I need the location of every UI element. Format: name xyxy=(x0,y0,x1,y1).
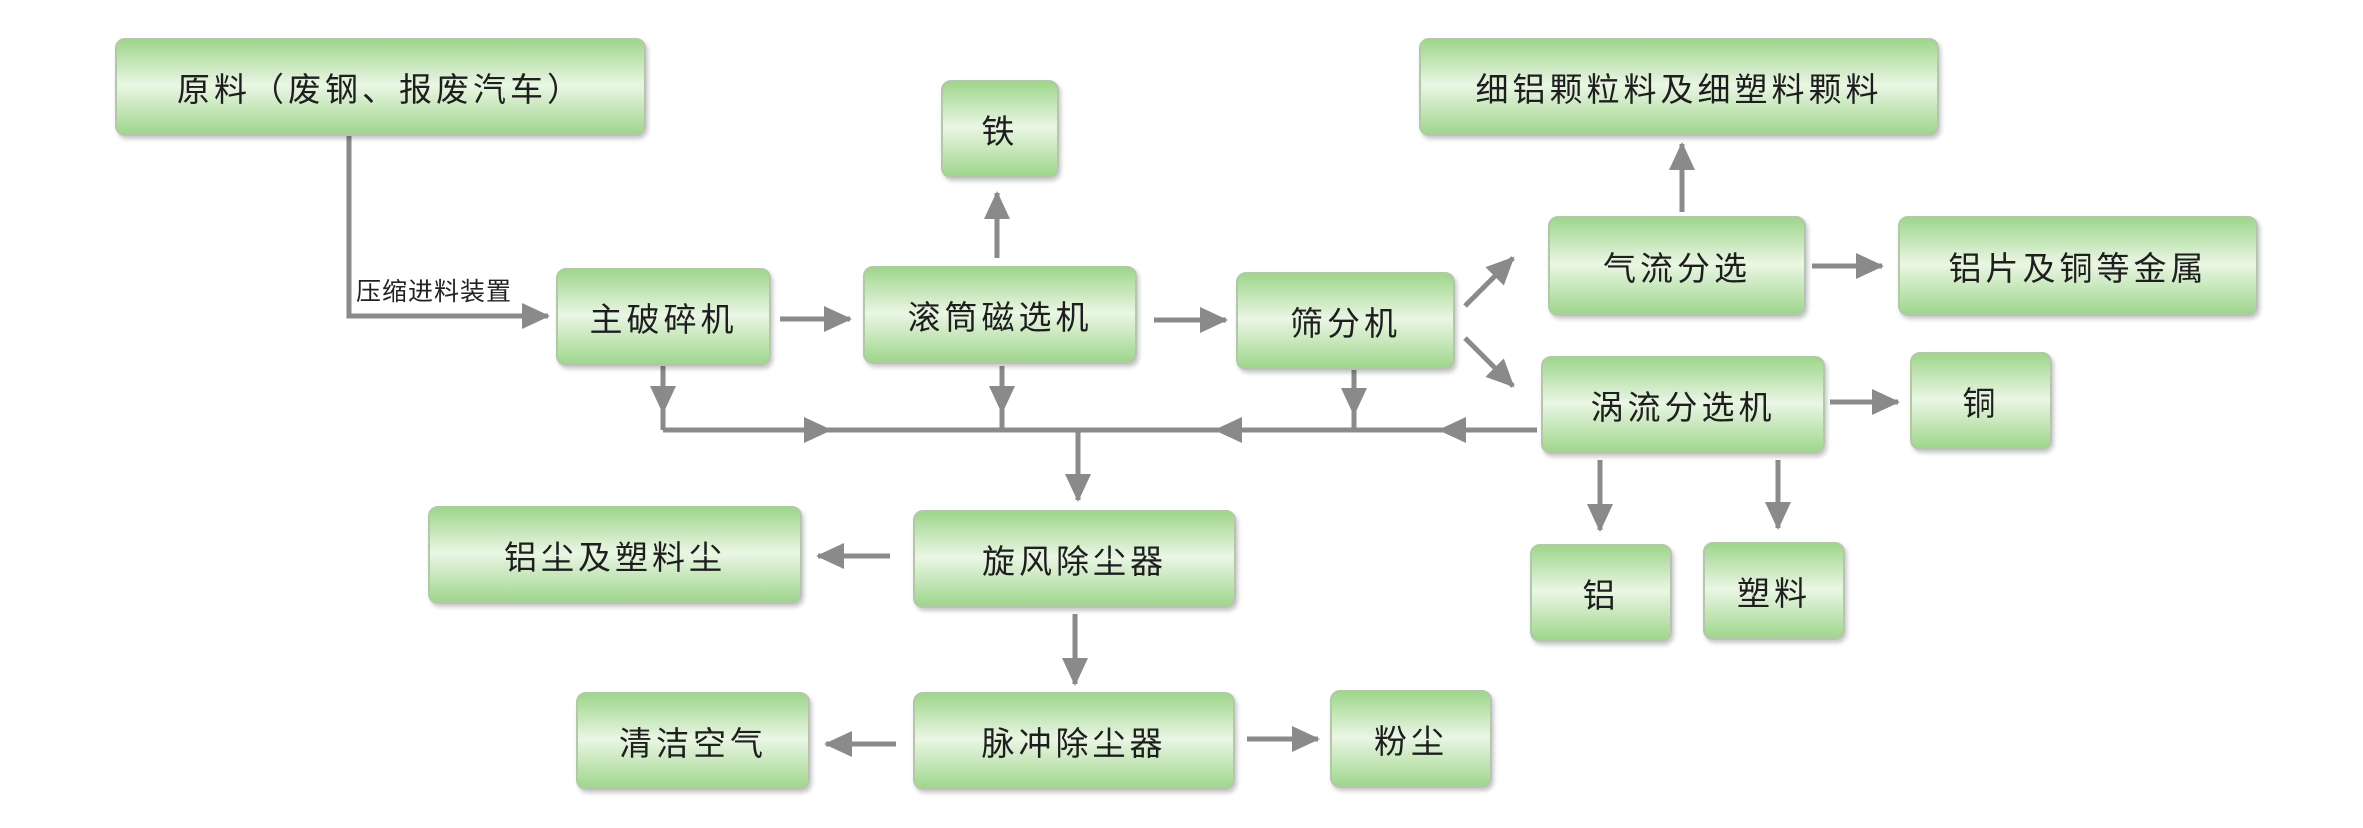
node-air-separation: 气流分选 xyxy=(1548,216,1806,316)
node-iron: 铁 xyxy=(941,80,1059,178)
node-drum-magnetic-separator: 滚筒磁选机 xyxy=(863,266,1137,364)
node-eddy-current-separator: 涡流分选机 xyxy=(1541,356,1825,454)
node-main-crusher: 主破碎机 xyxy=(556,268,771,366)
node-copper: 铜 xyxy=(1910,352,2052,450)
node-clean-air: 清洁空气 xyxy=(576,692,810,790)
node-dust: 粉尘 xyxy=(1330,690,1492,788)
arrow-raw-to-crusher xyxy=(346,136,550,329)
node-plastic: 塑料 xyxy=(1703,542,1845,640)
node-pulse-dust-collector: 脉冲除尘器 xyxy=(913,692,1235,790)
node-screening-machine: 筛分机 xyxy=(1236,272,1455,370)
node-raw-material: 原料（废钢、报废汽车） xyxy=(115,38,646,136)
node-aluminum-copper-flakes: 铝片及铜等金属 xyxy=(1898,216,2258,316)
node-aluminum-plastic-dust: 铝尘及塑料尘 xyxy=(428,506,802,604)
label-compression-feeder: 压缩进料装置 xyxy=(356,277,513,306)
node-fine-granules: 细铝颗粒料及细塑料颗料 xyxy=(1419,38,1939,136)
arrow-screen-to-eddy xyxy=(1463,336,1515,388)
node-cyclone-dust-collector: 旋风除尘器 xyxy=(913,510,1236,608)
arrow-screen-to-air xyxy=(1463,256,1515,308)
node-aluminum: 铝 xyxy=(1530,544,1672,642)
